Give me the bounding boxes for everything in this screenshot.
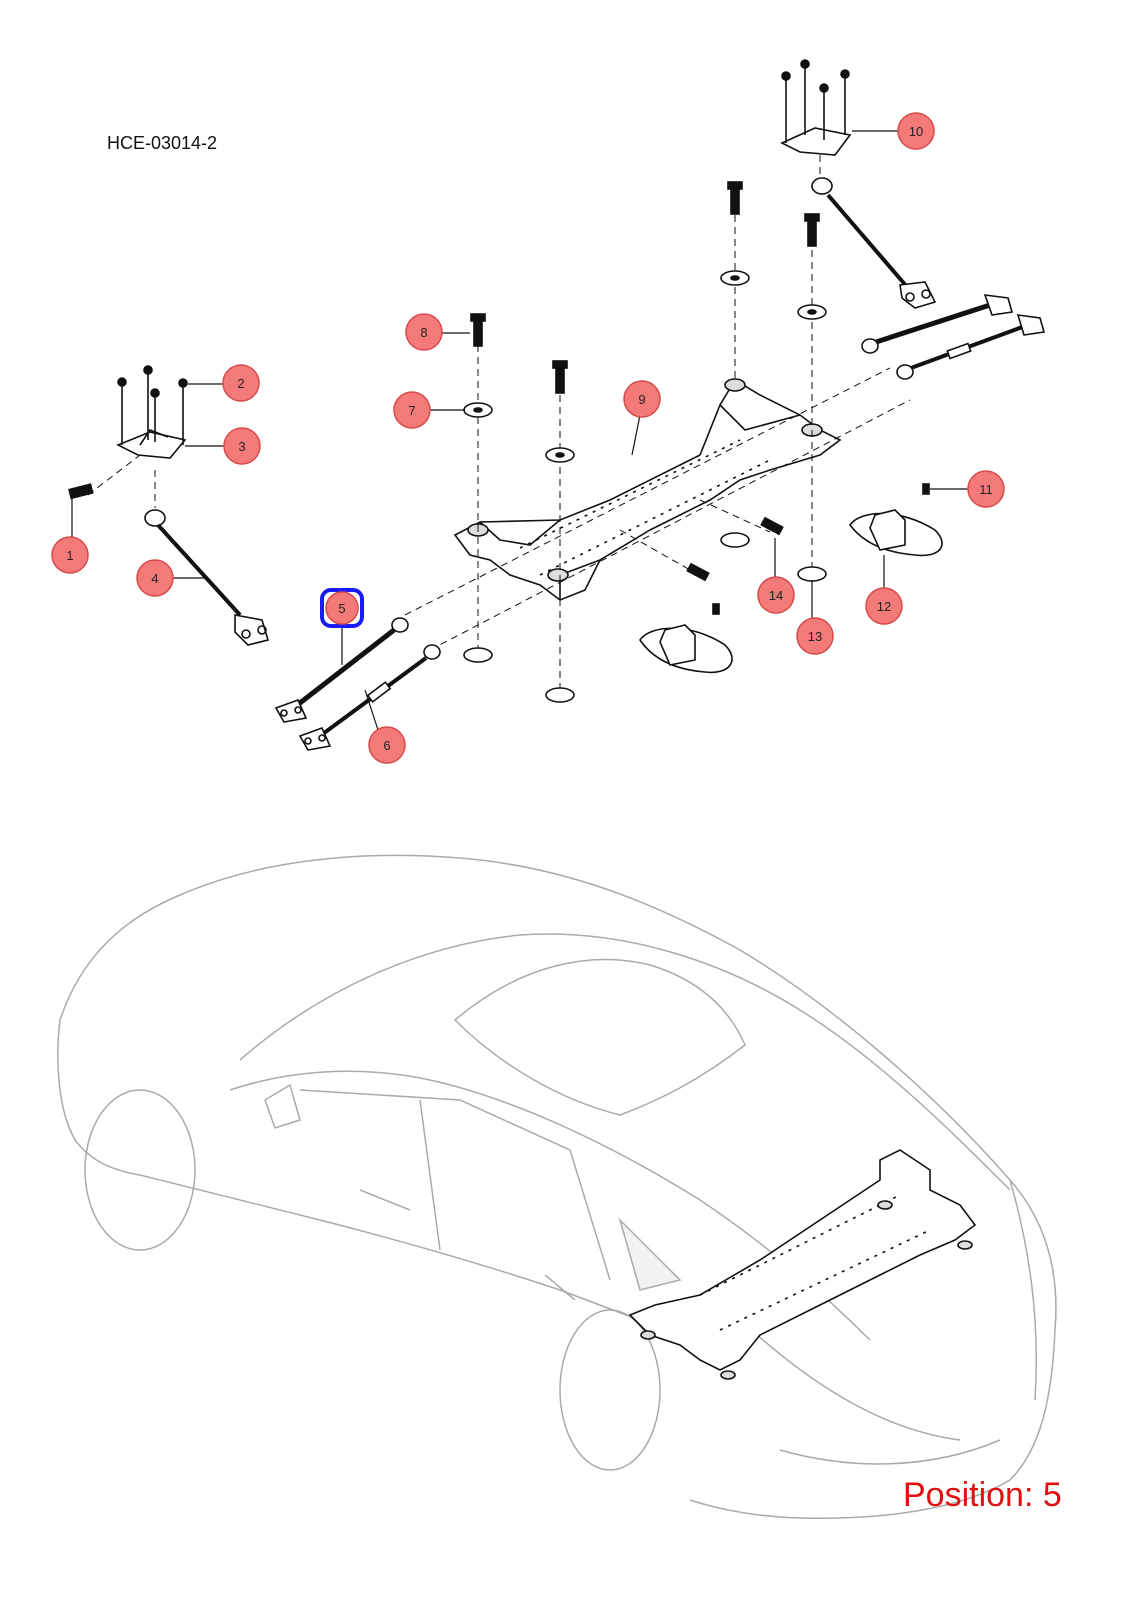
callout-8[interactable]: 8 — [405, 313, 443, 351]
callout-10-label: 10 — [909, 124, 923, 139]
locator-subframe — [628, 1149, 977, 1380]
callout-12[interactable]: 12 — [865, 587, 903, 625]
callout-7[interactable]: 7 — [393, 391, 431, 429]
callout-4-label: 4 — [151, 571, 158, 586]
assembly-lines — [87, 155, 911, 690]
callout-11[interactable]: 11 — [967, 470, 1005, 508]
callout-14[interactable]: 14 — [757, 576, 795, 614]
callout-12-label: 12 — [877, 599, 891, 614]
heat-shield-lower — [639, 624, 733, 674]
bolts — [68, 181, 930, 615]
callout-4[interactable]: 4 — [136, 559, 174, 597]
left-bracket — [116, 365, 188, 459]
lower-control-arm — [274, 617, 409, 723]
callout-5[interactable]: 5 — [320, 588, 364, 628]
toe-link-arm — [298, 644, 441, 751]
callout-13-label: 13 — [808, 629, 822, 644]
heat-shield-right — [849, 509, 943, 557]
callout-13[interactable]: 13 — [796, 617, 834, 655]
callout-8-label: 8 — [420, 325, 427, 340]
callout-5-label: 5 — [338, 601, 345, 616]
callout-10[interactable]: 10 — [897, 112, 935, 150]
callout-2-label: 2 — [237, 376, 244, 391]
right-bracket — [780, 59, 852, 156]
callout-6-label: 6 — [383, 738, 390, 753]
right-trailing-arm — [811, 177, 937, 309]
callout-7-label: 7 — [408, 403, 415, 418]
callout-11-label: 11 — [979, 482, 993, 497]
rear-subframe — [453, 378, 842, 601]
leader-lines — [71, 130, 968, 731]
callouts: 1 2 3 4 5 6 7 8 9 10 11 12 13 14 — [51, 112, 1005, 764]
callout-6[interactable]: 6 — [368, 726, 406, 764]
callout-1[interactable]: 1 — [51, 536, 89, 574]
callout-3-label: 3 — [238, 439, 245, 454]
left-trailing-arm — [144, 509, 270, 646]
callout-14-label: 14 — [769, 588, 783, 603]
callout-9-label: 9 — [638, 392, 645, 407]
position-indicator: Position: 5 — [903, 1476, 1062, 1514]
callout-3[interactable]: 3 — [223, 427, 261, 465]
selected-highlight — [320, 588, 364, 628]
callout-9[interactable]: 9 — [623, 380, 661, 418]
diagram-code-label: HCE-03014-2 — [107, 133, 218, 153]
callout-2[interactable]: 2 — [222, 364, 260, 402]
callout-1-label: 1 — [66, 548, 73, 563]
upper-arms-right — [861, 294, 1046, 380]
exploded-parts-view — [68, 59, 1046, 751]
